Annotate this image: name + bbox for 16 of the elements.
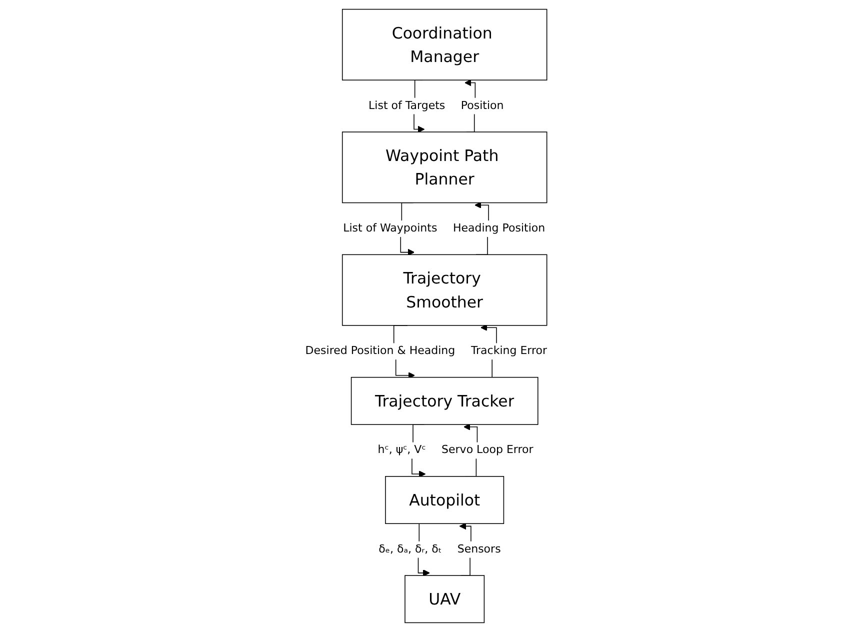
edge-label: Position — [460, 99, 504, 112]
edge-label: δₑ, δₐ, δᵣ, δₜ — [378, 542, 442, 556]
node-box: UAV — [404, 575, 484, 624]
node-box: Waypoint Path Planner — [342, 132, 548, 204]
node-box: Coordination Manager — [342, 8, 548, 80]
node-box: Autopilot — [384, 476, 504, 524]
edge-label: List of Targets — [368, 99, 446, 112]
edge-label: List of Waypoints — [342, 222, 438, 235]
node-box: Trajectory Tracker — [350, 376, 538, 425]
edge-label: Tracking Error — [470, 344, 547, 358]
edge-label: Servo Loop Error — [441, 444, 534, 456]
edge-label: Sensors — [457, 542, 501, 556]
edge-label: Desired Position & Heading — [305, 344, 455, 358]
edge-label: hᶜ, ψᶜ, Vᶜ — [378, 444, 426, 456]
edge-label: Heading Position — [452, 222, 545, 235]
node-box: Trajectory Smoother — [342, 254, 548, 326]
